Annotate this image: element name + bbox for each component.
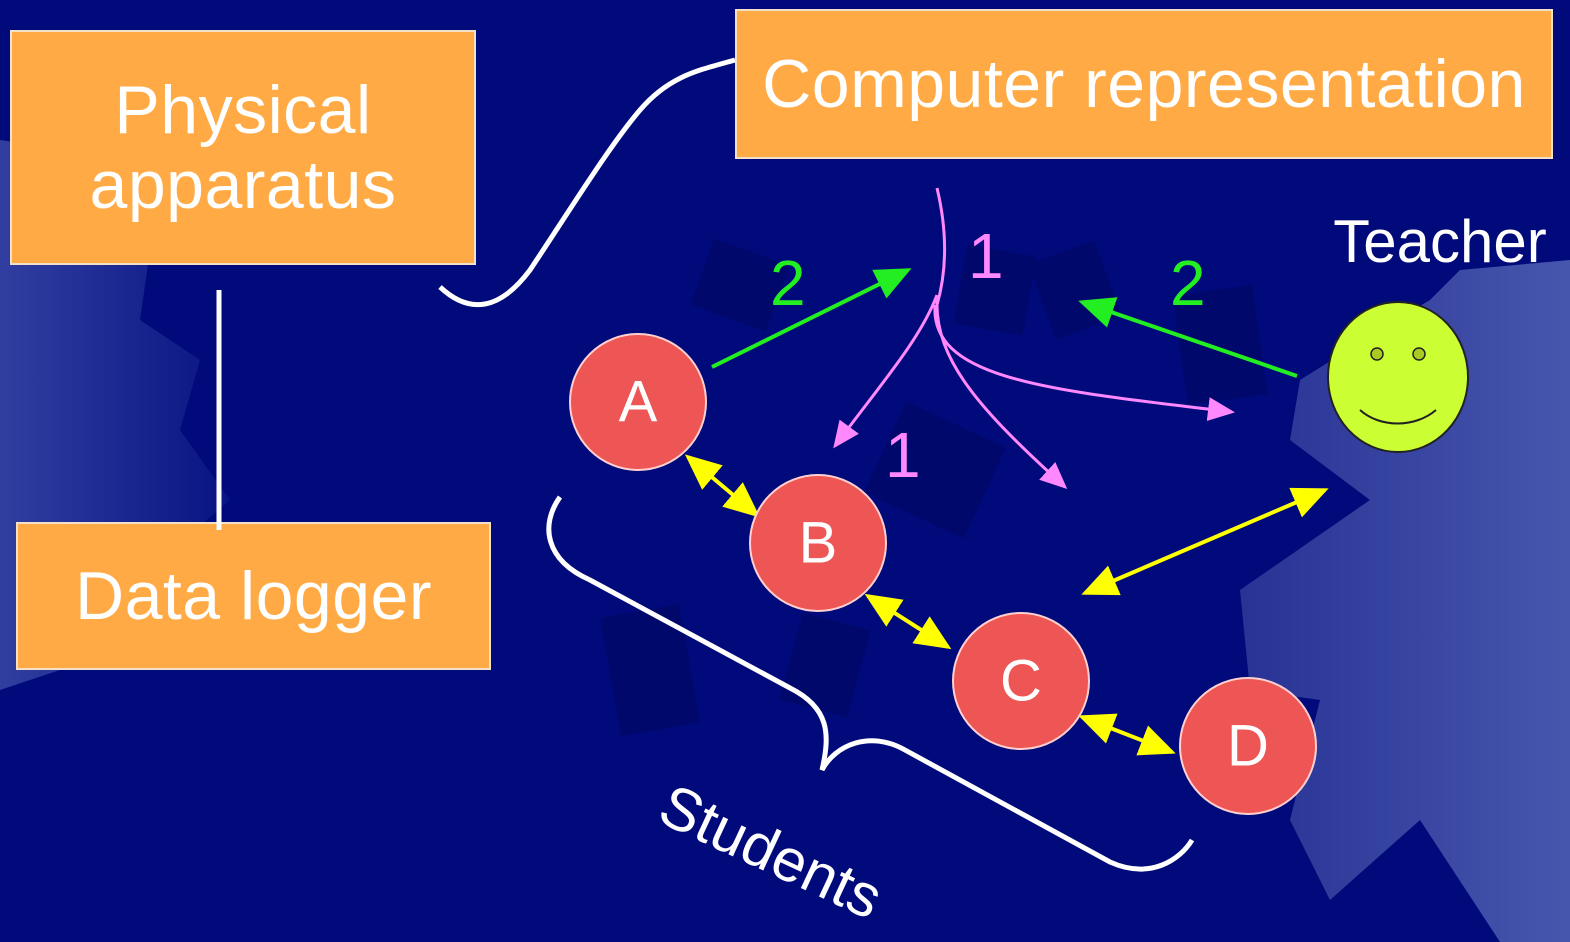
- student-node-b: B: [749, 474, 887, 612]
- step1-stem: [935, 187, 946, 306]
- student-node-d-label: D: [1227, 714, 1269, 779]
- student-node-c-label: C: [1000, 649, 1042, 714]
- peer-arrow-a-b: [684, 454, 761, 518]
- physical-apparatus-line2: apparatus: [89, 146, 397, 223]
- peer-arrow-c-teacher: [1081, 487, 1329, 596]
- physical-apparatus-box: Physical apparatus: [10, 30, 476, 265]
- step-label-1-bottom: 1: [885, 419, 921, 491]
- student-node-a-label: A: [619, 370, 658, 435]
- computer-representation-label: Computer representation: [762, 46, 1526, 122]
- student-node-b-label: B: [799, 511, 838, 576]
- physical-apparatus-line1: Physical: [114, 71, 372, 148]
- peer-arrow-b-c: [864, 593, 952, 650]
- data-logger-box: Data logger: [16, 522, 491, 670]
- data-logger-label: Data logger: [74, 558, 433, 634]
- smiley-face-icon: [1327, 301, 1469, 453]
- gear-right-shape: [1240, 260, 1570, 942]
- step-label-2-left: 2: [770, 247, 806, 319]
- step-label-1-top: 1: [968, 220, 1004, 292]
- computer-representation-box: Computer representation: [735, 9, 1553, 159]
- student-node-d: D: [1179, 677, 1317, 815]
- students-brace: [546, 495, 1195, 872]
- step2-arrow-teacher-to-computer: [1078, 297, 1298, 378]
- student-node-c: C: [952, 612, 1090, 750]
- step1-arrow-to-teacher: [933, 304, 1235, 422]
- teacher-label: Teacher: [1333, 208, 1546, 275]
- step1-arrow-to-b: [833, 294, 939, 449]
- students-label: Students: [650, 771, 893, 932]
- connector-apparatus-computer: [438, 57, 736, 308]
- step2-arrow-a-to-computer: [711, 268, 912, 369]
- student-node-a: A: [569, 333, 707, 471]
- peer-arrow-c-d: [1078, 713, 1176, 756]
- step-label-2-right: 2: [1170, 247, 1206, 319]
- step1-arrow-to-c: [935, 299, 1068, 490]
